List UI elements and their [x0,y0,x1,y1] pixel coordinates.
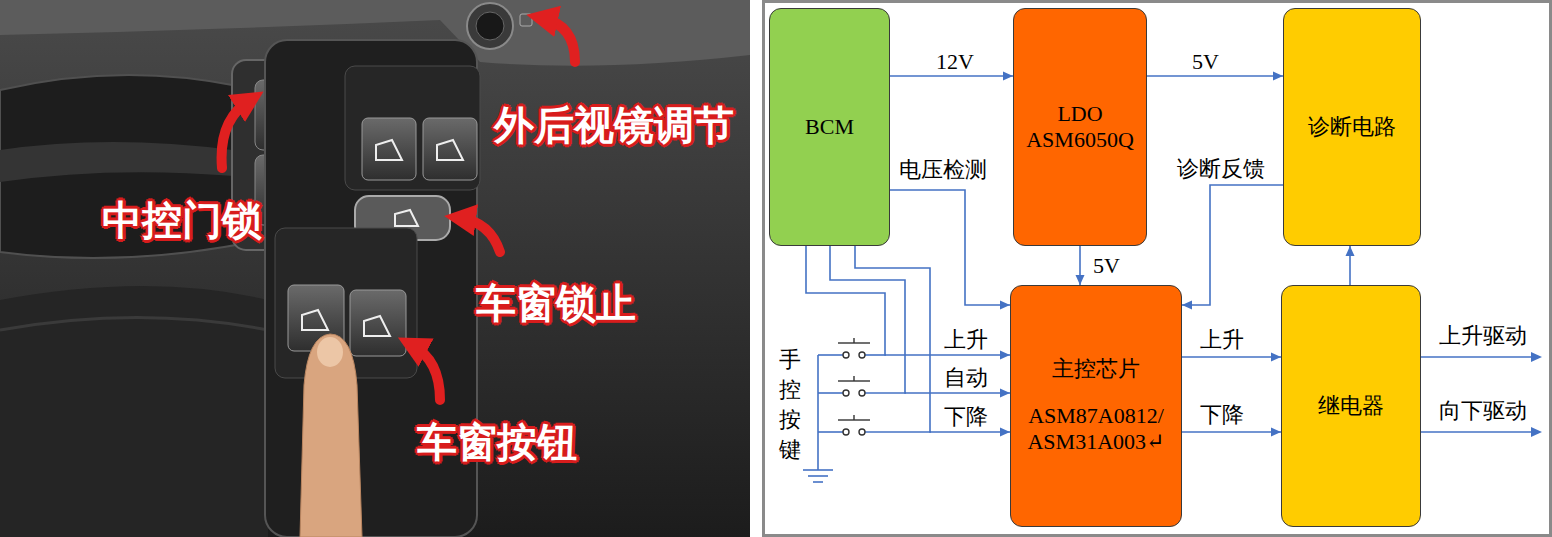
connector [890,190,1010,305]
ground-symbol [803,469,833,471]
door-handle [0,142,234,182]
box-text: 主控芯片 [1019,356,1173,382]
arrowhead [1531,427,1542,437]
red-arrow [460,218,500,252]
armrest-seam [0,318,268,331]
edge-label: 上升 [942,327,990,352]
edge-label: 5V [1091,253,1122,278]
box-text: ASM87A0812/ ASM31A003↵ [1019,403,1173,456]
edge-label: 12V [934,49,976,74]
switch-bar [853,415,854,420]
wire [818,392,843,394]
switch-bus [817,355,819,470]
red-arrow [412,345,440,400]
window-button [423,118,477,180]
window-icon [376,140,402,160]
arrowhead [1000,428,1010,437]
arrowhead [1000,301,1010,310]
callout-label: 外后视镜调节 [494,102,734,148]
switch-contact [859,352,865,358]
process-box: 继电器 [1281,285,1421,527]
output-line [1421,356,1532,358]
arrowhead [1531,352,1542,362]
ground-symbol [808,475,828,477]
process-box: 主控芯片 ASM87A0812/ ASM31A003↵ [1010,285,1182,527]
knob-center [476,12,504,40]
arrowhead [1076,275,1085,285]
connector [806,246,1010,355]
window-lock-icon [395,210,418,226]
switch-contact [859,390,865,396]
window-icon [302,310,328,330]
switch-contact [843,390,849,396]
edge-label: 电压检测 [897,157,989,182]
process-box: 诊断电路 [1283,8,1421,246]
wire [818,431,843,433]
process-box: BCM [769,8,890,246]
callout-label: 中控门锁 [102,197,262,243]
switch-contact [859,429,865,435]
arrowhead [1000,389,1010,398]
edge-label: 自动 [942,365,990,390]
window-icon [437,140,463,160]
switch-bar [853,338,854,343]
finger [300,334,362,537]
edge-label: 下降 [1198,402,1246,427]
box-text: 继电器 [1290,393,1412,419]
ground-symbol [813,481,823,483]
process-box: LDO ASM6050Q [1013,8,1147,246]
window-button [362,118,416,180]
arrowhead [1000,351,1010,360]
wire [865,431,931,433]
output-line [1421,431,1532,433]
group-label: 手控按键 [779,345,801,465]
connector [1182,356,1281,358]
mirror-knob [467,3,513,49]
switch-contact [843,352,849,358]
fingernail [317,337,343,367]
arrowhead [1346,246,1355,256]
connector [1147,75,1283,77]
edge-label: 下降 [942,404,990,429]
door-panel-photo [0,0,750,537]
mirror-icon [520,14,532,26]
box-text: BCM [778,114,881,140]
armrest [0,286,268,537]
box-text: LDO ASM6050Q [1022,101,1138,154]
wire [865,392,906,394]
callout-label: 车窗锁止 [476,280,636,326]
red-arrow [542,18,575,62]
signal-name: 向下驱动 [1439,398,1527,423]
callout-label: 车窗按钮 [417,419,577,465]
arrowhead [1273,72,1283,81]
arrowhead [1271,353,1281,362]
window-icon [364,316,390,336]
switch-contact [843,429,849,435]
window-button [350,290,406,356]
edge-label: 5V [1190,49,1221,74]
switch-bar [853,376,854,381]
signal-name: 上升驱动 [1439,323,1527,348]
edge-label: 上升 [1198,327,1246,352]
edge-label: 诊断反馈 [1175,156,1267,181]
connector [855,246,1010,432]
connector [890,75,1013,77]
arrowhead [1003,72,1013,81]
box-text: 诊断电路 [1292,114,1412,140]
wire [818,354,843,356]
connector [1182,185,1283,305]
red-arrow [222,100,250,168]
arrowhead [1182,301,1192,310]
connector [1182,431,1281,433]
upper-switch-frame [345,66,480,190]
wire [865,354,886,356]
background [0,0,750,537]
arrowhead [1271,428,1281,437]
